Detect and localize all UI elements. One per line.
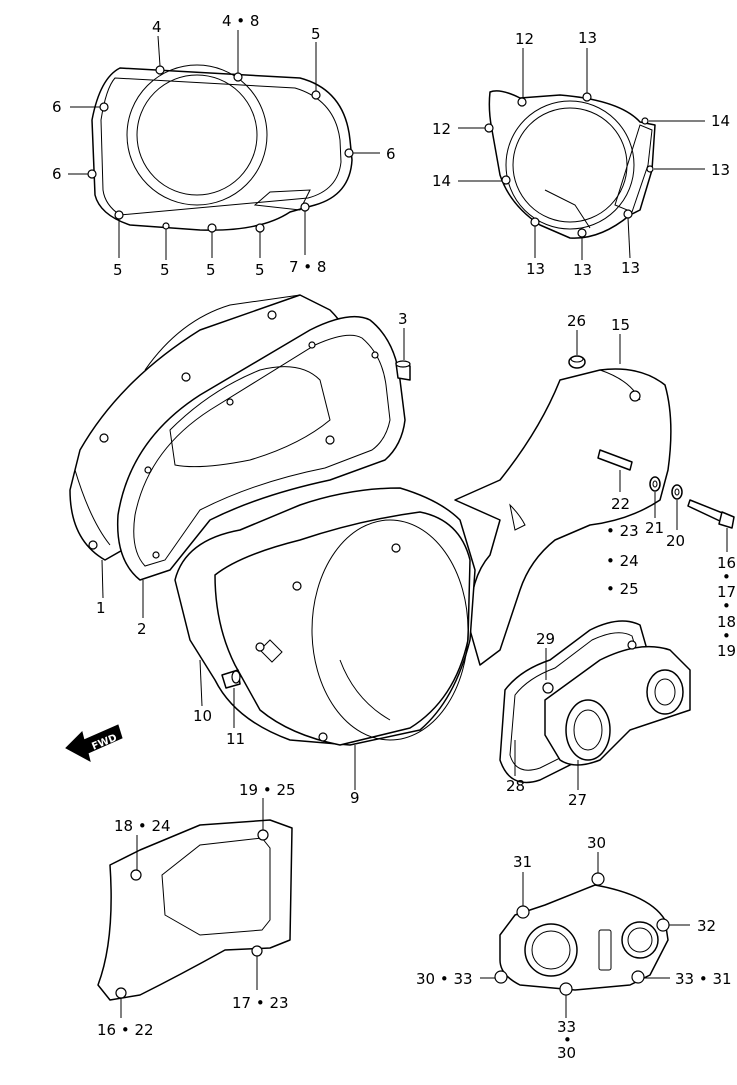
top-left-leaders <box>68 30 380 260</box>
magneto-cover <box>484 90 656 239</box>
callout-label: 13 <box>578 29 597 47</box>
middle-leaders <box>101 328 728 790</box>
callout-label: 19 • 25 <box>239 781 296 799</box>
callout-label: 13 <box>526 260 545 278</box>
callout-label: 18 • 24 <box>114 817 171 835</box>
callout-label: 14 <box>711 112 730 130</box>
callout-label: 21 <box>645 519 664 537</box>
callout-label: 7 • 8 <box>289 258 326 276</box>
callout-label: 30 <box>557 1044 576 1062</box>
callout-label: 4 <box>152 18 162 36</box>
callout-label: 6 <box>52 165 62 183</box>
callout-label: 20 <box>666 532 685 550</box>
washer-21 <box>649 476 661 492</box>
callout-label: 13 <box>711 161 730 179</box>
callout-label: • <box>563 1031 572 1049</box>
callout-label: 5 <box>160 261 170 279</box>
callout-label: 5 <box>311 25 321 43</box>
chain-guard-panel <box>97 819 293 1001</box>
callout-label: 33 • 31 <box>675 970 732 988</box>
callout-label: 12 <box>515 30 534 48</box>
callout-label: 6 <box>386 145 396 163</box>
callout-label: 5 <box>255 261 265 279</box>
callout-label: 18 <box>717 613 736 631</box>
callout-label: 13 <box>573 261 592 279</box>
callout-label: • 23 <box>606 522 639 540</box>
callout-label: 1 <box>96 599 106 617</box>
callout-label: 15 <box>611 316 630 334</box>
callout-label: • <box>722 597 731 615</box>
spacer <box>597 449 633 471</box>
clutch-cover-gasket <box>116 315 406 581</box>
dowel-pin-11 <box>221 669 241 689</box>
callout-label: 16 <box>717 554 736 572</box>
callout-label: 4 • 8 <box>222 12 259 30</box>
forward-direction-arrow: FWD <box>65 724 123 762</box>
callout-label: 22 <box>611 495 630 513</box>
grommet <box>568 355 586 369</box>
callout-label: 12 <box>432 120 451 138</box>
callout-label: 9 <box>350 789 360 807</box>
callout-label: 6 <box>52 98 62 116</box>
callout-label: 17 <box>717 583 736 601</box>
inner-cover <box>214 511 471 746</box>
cover-bolt <box>687 499 735 529</box>
outer-cover-panel <box>87 64 354 233</box>
callout-label: 28 <box>506 777 525 795</box>
top-right-leaders <box>458 48 705 260</box>
bottom-left-leaders <box>120 798 264 1018</box>
callout-label: 27 <box>568 791 587 809</box>
callout-label: • 25 <box>606 580 639 598</box>
callout-label: 30 <box>587 834 606 852</box>
small-cover-plate <box>494 872 670 996</box>
callout-label: 11 <box>226 730 245 748</box>
callout-label: • 24 <box>606 552 639 570</box>
callout-label: 2 <box>137 620 147 638</box>
washer-20 <box>671 484 683 500</box>
callout-label: 10 <box>193 707 212 725</box>
bottom-right-leaders <box>480 852 690 1018</box>
callout-label: 31 <box>513 853 532 871</box>
water-pump-housing <box>542 640 691 766</box>
dowel-pin <box>395 360 411 381</box>
callout-label: 26 <box>567 312 586 330</box>
callout-label: 30 • 33 <box>416 970 473 988</box>
callout-label: 13 <box>621 259 640 277</box>
callout-label: 14 <box>432 172 451 190</box>
callout-label: 3 <box>398 310 408 328</box>
callout-label: • <box>722 568 731 586</box>
chain-cover <box>454 368 672 666</box>
callout-label: 29 <box>536 630 555 648</box>
callout-label: 32 <box>697 917 716 935</box>
callout-label: 17 • 23 <box>232 994 289 1012</box>
callout-label: 5 <box>206 261 216 279</box>
callout-label: 16 • 22 <box>97 1021 154 1039</box>
callout-label: 33 <box>557 1018 576 1036</box>
callout-label: 19 <box>717 642 736 660</box>
callout-label: • <box>722 627 731 645</box>
callout-label: 5 <box>113 261 123 279</box>
